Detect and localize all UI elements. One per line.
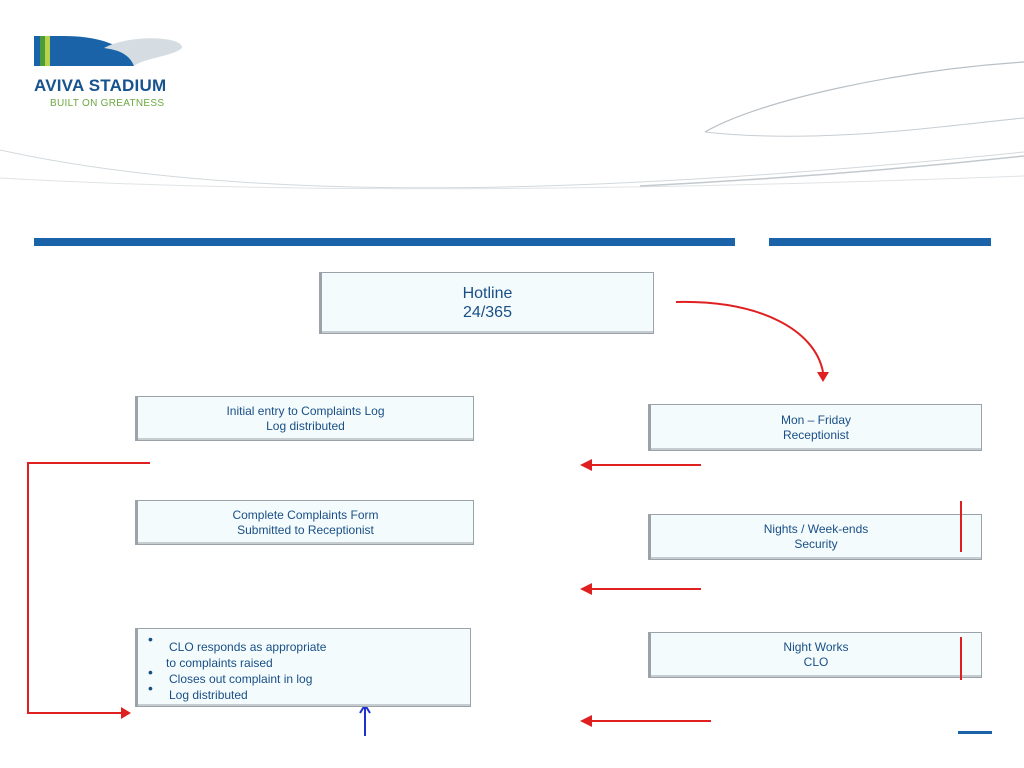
blue-up-arrow	[359, 703, 371, 736]
complaints-form-line2: Submitted to Receptionist	[237, 522, 374, 537]
bullet-icon: •	[148, 631, 153, 647]
log-entry-line2: Log distributed	[266, 418, 345, 433]
nights-channel-box: Nights / Week-ends Security	[648, 514, 982, 560]
clo-action-3: Log distributed	[169, 688, 248, 702]
clo-action-2: Closes out complaint in log	[169, 672, 313, 686]
hotline-hours: 24/365	[463, 304, 512, 321]
background-swoosh	[0, 175, 1024, 190]
arrowhead	[580, 459, 592, 471]
arrowhead	[817, 372, 829, 382]
hotline-title: Hotline	[462, 285, 513, 302]
weekday-line1: Mon – Friday	[780, 412, 852, 427]
clo-action-1a: CLO responds as appropriate	[169, 640, 327, 654]
bullet-icon: •	[148, 664, 153, 680]
logo-name: AVIVA STADIUM	[34, 76, 167, 95]
night-works-line2: CLO	[803, 655, 829, 669]
arrowhead	[580, 583, 592, 595]
weekday-line2: Receptionist	[782, 427, 850, 442]
nights-line2: Security	[794, 537, 838, 551]
corner-dash	[958, 731, 992, 734]
background-swoosh	[0, 149, 1024, 189]
night-works-channel-box: Night Works CLO	[648, 632, 982, 678]
header-bar-left	[34, 238, 735, 246]
night-works-line1: Night Works	[783, 640, 849, 654]
header-bar-right	[769, 238, 991, 246]
bullet-icon: •	[148, 680, 153, 696]
nights-line1: Nights / Week-ends	[763, 522, 869, 536]
logo-mark-icon	[34, 36, 183, 66]
clo-action-1b: to complaints raised	[166, 656, 273, 670]
background-swoosh	[704, 117, 1024, 137]
complaints-form-line1: Complete Complaints Form	[232, 507, 379, 522]
arrow-heads	[121, 372, 829, 727]
logo-tagline: BUILT ON GREATNESS	[50, 98, 165, 109]
arrowhead	[121, 707, 131, 719]
arrowhead	[580, 715, 592, 727]
arrow-hotline-to-weekday	[675, 300, 824, 373]
clo-actions-box: • CLO responds as appropriate to complai…	[135, 628, 471, 707]
background-swoosh	[639, 155, 1024, 187]
loop-arrow-log-to-actions	[27, 462, 150, 714]
complaints-form-box: Complete Complaints Form Submitted to Re…	[135, 500, 474, 545]
background-swoosh	[704, 61, 1024, 133]
log-entry-box: Initial entry to Complaints Log Log dist…	[135, 396, 474, 441]
weekday-channel-box: Mon – Friday Receptionist	[648, 404, 982, 451]
log-entry-line1: Initial entry to Complaints Log	[226, 403, 385, 418]
hotline-box: Hotline 24/365	[319, 272, 654, 334]
